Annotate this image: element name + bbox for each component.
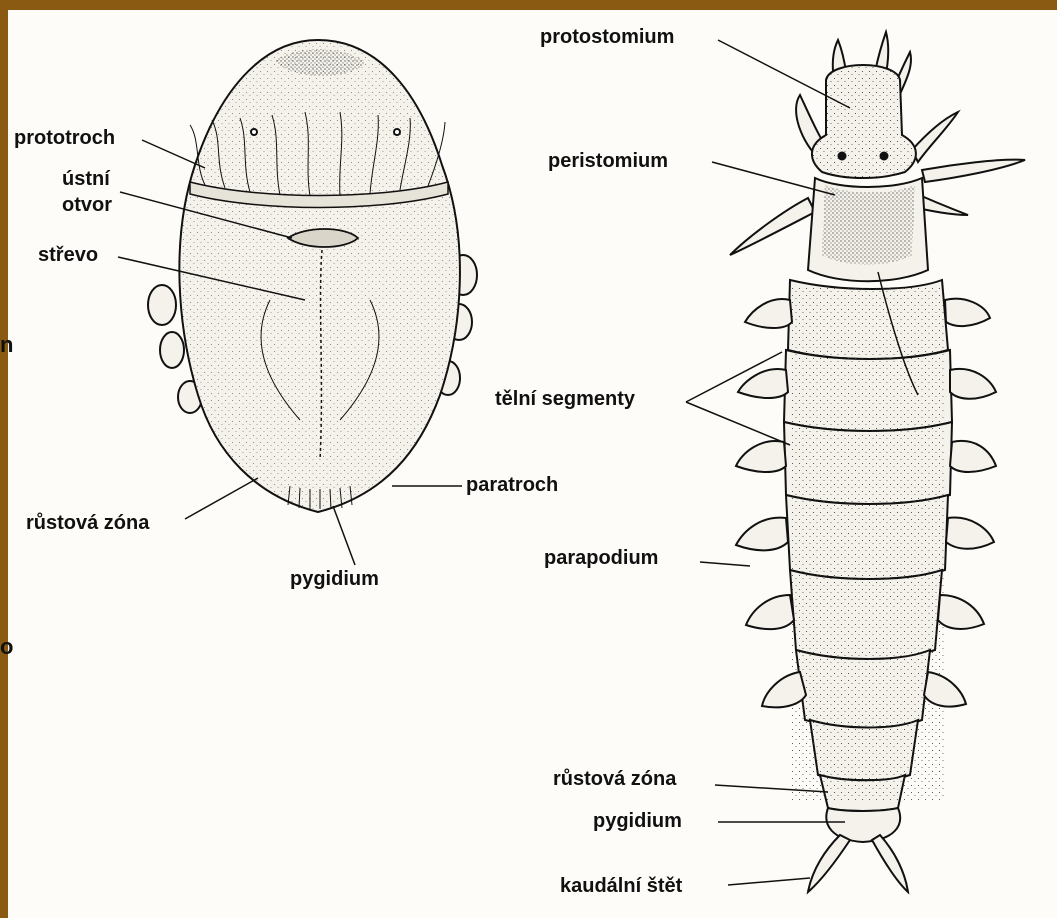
label-body-segments: tělní segmenty: [495, 388, 635, 410]
cutoff-fragment-upper: n: [0, 332, 13, 358]
caudal-cirrus-left: [808, 835, 850, 892]
label-paratroch: paratroch: [466, 474, 558, 496]
label-peristomium: peristomium: [548, 150, 668, 172]
label-mouth-line1: ústní: [62, 168, 110, 190]
segment-stipple: [792, 285, 944, 800]
label-pygidium-worm: pygidium: [593, 810, 682, 832]
label-growth-zone-worm: růstová zóna: [553, 768, 676, 790]
label-prototroch: prototroch: [14, 127, 115, 149]
label-parapodium: parapodium: [544, 547, 658, 569]
label-pygidium-larva: pygidium: [290, 568, 379, 590]
cutoff-fragment-lower: o: [0, 634, 13, 660]
label-growth-zone-larva: růstová zóna: [26, 512, 149, 534]
caudal-cirrus-right: [872, 835, 908, 892]
label-mouth-line2: otvor: [62, 194, 112, 216]
polychaete-worm: [730, 32, 1025, 892]
label-protostomium: protostomium: [540, 26, 674, 48]
label-caudal-cirri: kaudální štět: [560, 875, 682, 897]
label-gut: střevo: [38, 244, 98, 266]
